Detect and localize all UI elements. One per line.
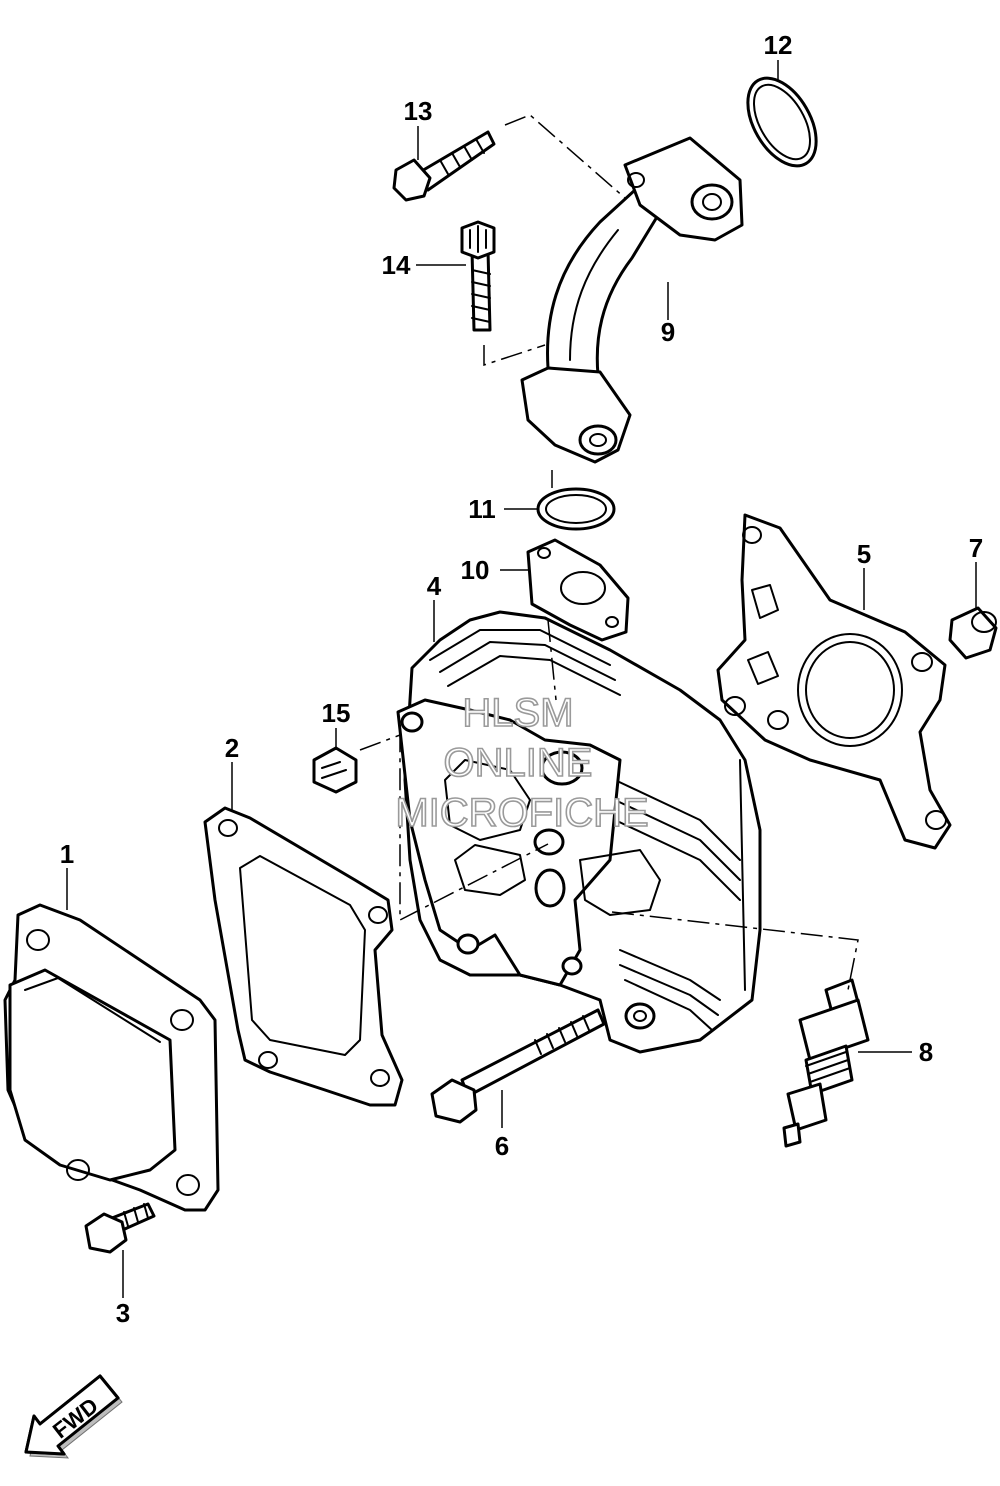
watermark-line-1: HLSM — [462, 691, 573, 735]
callout-14: 14 — [382, 250, 411, 280]
cover-gasket-2 — [203, 806, 404, 1107]
callout-10: 10 — [461, 555, 490, 585]
callout-11: 11 — [468, 494, 496, 524]
assembly-lines — [359, 114, 859, 991]
callout-4: 4 — [427, 571, 442, 601]
dowel-pin-7 — [948, 606, 998, 660]
plug-15 — [312, 746, 358, 794]
gasket-10 — [526, 538, 630, 642]
o-ring-12 — [746, 76, 818, 168]
callouts: 1 2 3 4 5 6 7 8 9 10 11 12 13 14 15 — [60, 30, 983, 1328]
callout-7: 7 — [969, 533, 983, 563]
callout-9: 9 — [661, 317, 675, 347]
o-ring-11 — [536, 487, 616, 531]
callout-13: 13 — [404, 96, 433, 126]
watermark: HLSM ONLINE MICROFICHE — [395, 690, 650, 836]
fwd-direction-badge: FWD — [24, 1374, 123, 1459]
spark-plug-8 — [782, 978, 870, 1148]
watermark-line-3: MICROFICHE — [395, 791, 648, 835]
callout-3: 3 — [116, 1298, 130, 1328]
leader-lines — [66, 60, 977, 1298]
callout-5: 5 — [857, 539, 871, 569]
cylinder-head-4 — [396, 610, 762, 1054]
bolt-6 — [430, 1008, 606, 1124]
callout-12: 12 — [764, 30, 793, 60]
bolt-13 — [392, 130, 496, 202]
watermark-line-2: ONLINE — [444, 741, 593, 785]
head-gasket-5 — [716, 513, 952, 850]
callout-15: 15 — [322, 698, 351, 728]
callout-6: 6 — [495, 1131, 509, 1161]
valve-cover-1 — [3, 903, 220, 1212]
bolt-14 — [460, 220, 496, 332]
exhaust-pipe-9 — [520, 136, 744, 464]
callout-8: 8 — [919, 1037, 933, 1067]
callout-1: 1 — [60, 839, 74, 869]
callout-2: 2 — [225, 733, 239, 763]
bolt-3 — [84, 1202, 156, 1254]
